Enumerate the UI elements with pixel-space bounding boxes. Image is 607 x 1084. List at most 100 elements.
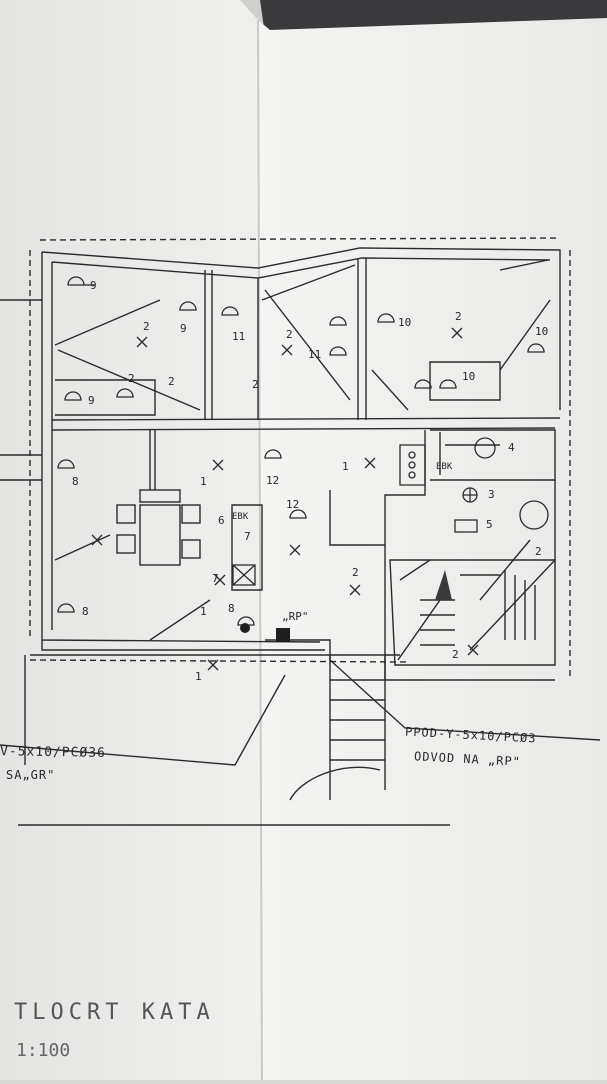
fixture-number: 2 [286, 328, 293, 341]
outlet-dot [408, 461, 416, 469]
fan-box-cross [232, 564, 256, 586]
dining-table [139, 504, 181, 566]
lamp-symbol [289, 509, 307, 519]
fixture-number: 2 [168, 375, 175, 388]
lamp-symbol [57, 459, 75, 469]
dashed-bottom [29, 659, 411, 663]
fixture-number: 11 [232, 330, 246, 343]
fixture-number: 10 [535, 325, 549, 338]
ceiling-light-x [451, 327, 463, 339]
kitchen-counter [439, 432, 500, 475]
lamp-symbol [329, 316, 347, 326]
cable-note-left-1: V-5x10/PCØ36 [0, 744, 107, 761]
lamp-symbol [64, 391, 82, 401]
stair-right-wall [384, 545, 555, 681]
kitchen-column [231, 504, 263, 591]
fixture-number: 2 [535, 545, 542, 558]
chair-3 [181, 504, 201, 524]
kitchen-outline [430, 429, 556, 481]
fixture-number: 2 [455, 310, 462, 323]
fixture-number: 9 [90, 279, 97, 292]
distribution-dot [240, 623, 250, 633]
heater-symbol [454, 519, 478, 533]
wall-room-3-4 [357, 258, 367, 420]
outlet-dot [408, 451, 416, 459]
paper-fold [257, 19, 263, 1081]
cable-main [0, 639, 601, 766]
lamp-symbol [237, 616, 255, 626]
paper-left-half [0, 0, 262, 1080]
entry-stairs [329, 655, 386, 800]
fixture-number: 2 [252, 378, 259, 391]
room-4-box [429, 361, 501, 401]
fixture-number: 1 [195, 670, 202, 683]
ceiling-light-x [136, 336, 148, 348]
distribution-board [276, 628, 290, 642]
rp-label: „RP" [282, 610, 309, 623]
fixture-number: 1 [200, 605, 207, 618]
fixture-number: 2 [352, 566, 359, 579]
lamp-symbol [377, 313, 395, 323]
fixture-number: 12 [266, 474, 280, 487]
ceiling-light-x [349, 584, 361, 596]
fixture-number: 9 [180, 322, 187, 335]
room-4-diagonal [371, 259, 551, 411]
fixture-number: 1 [342, 460, 349, 473]
fixture-number: 8 [82, 605, 89, 618]
fixture-number: 6 [218, 514, 225, 527]
fixture-number: 7 [212, 572, 219, 585]
living-diagonal [54, 534, 211, 641]
ceiling-fan-symbol [519, 500, 549, 530]
fixture-number: 10 [462, 370, 476, 383]
stair-diagonal [397, 559, 556, 661]
fixture-number: 3 [488, 488, 495, 501]
bottom-wall [41, 640, 325, 651]
outlet-group [399, 444, 426, 486]
room-3-diagonal [261, 264, 356, 401]
chair-1 [116, 504, 136, 524]
lamp-symbol [67, 276, 95, 286]
ebk-label-1: EBK [232, 512, 249, 522]
ceiling-light-x [289, 544, 301, 556]
fixture-number: 8 [72, 475, 79, 488]
stair-light-filled [435, 570, 452, 600]
lamp-symbol [116, 388, 134, 398]
outlet-symbol [474, 437, 496, 459]
fixture-number: 2 [128, 372, 135, 385]
wall-room-1-2 [204, 270, 213, 420]
stair-box [389, 559, 556, 666]
paper-right-half [258, 18, 607, 1080]
fixture-number: 11 [308, 348, 322, 361]
ceiling-light-x [364, 457, 376, 469]
lamp-symbol [414, 379, 432, 389]
fixture-number: 7 [244, 530, 251, 543]
left-extension [0, 299, 42, 481]
wall-mid-left [149, 430, 156, 490]
lamp-symbol [439, 379, 457, 389]
lamp-symbol [527, 343, 545, 353]
lamp-symbol [179, 301, 197, 311]
fixture-number: 12 [286, 498, 300, 511]
upper-rooms-bottom-wall [51, 417, 561, 431]
lamp-symbol [329, 346, 347, 356]
ceiling-light-x [281, 344, 293, 356]
chair-5 [139, 489, 181, 503]
room-1-box [55, 379, 156, 416]
lamp-symbol [264, 449, 282, 459]
fixture-number: 2 [452, 648, 459, 661]
outer-wall-top-inner [51, 257, 551, 279]
outer-wall-top [41, 247, 561, 410]
ceiling-light-x [467, 644, 479, 656]
ceiling-light-x [91, 534, 103, 546]
ceiling-light-x [207, 659, 219, 671]
ceiling-light-x [212, 459, 224, 471]
light-cross-symbol [463, 488, 477, 502]
chair-4 [181, 539, 201, 559]
fixture-number: 8 [228, 602, 235, 615]
lamp-symbol [221, 306, 239, 316]
fixture-number: 10 [398, 316, 412, 329]
fixture-number: 5 [486, 518, 493, 531]
lamp-symbol [57, 603, 75, 613]
